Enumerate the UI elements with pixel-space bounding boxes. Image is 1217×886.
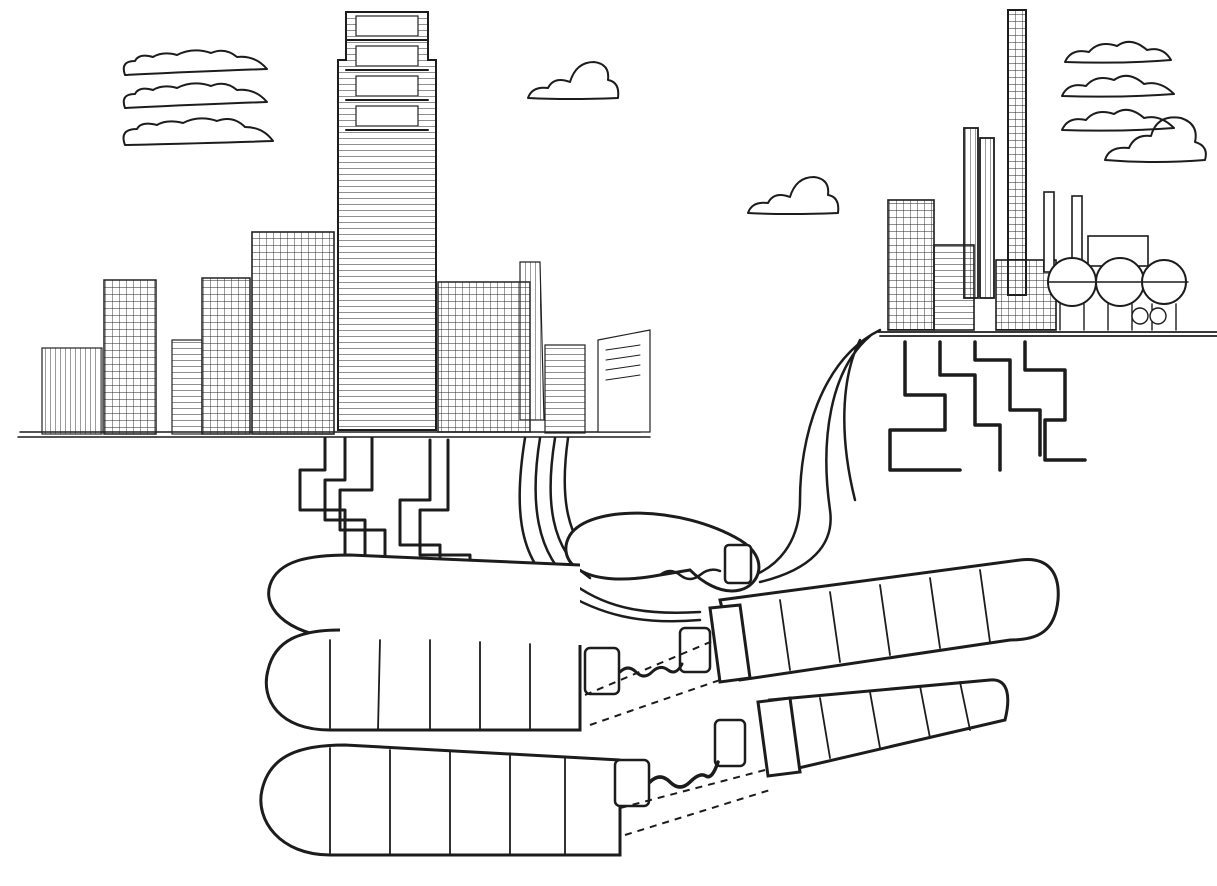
building [519, 261, 545, 421]
building [597, 329, 651, 433]
building [171, 339, 203, 435]
skyscraper [337, 11, 437, 431]
building [201, 277, 251, 435]
chimney [1007, 9, 1027, 296]
pipe-lower [259, 678, 1010, 857]
pipe-body [259, 743, 622, 857]
pipe-connector [708, 603, 752, 684]
refinery-pipes [888, 340, 1087, 472]
clouds-center [527, 61, 840, 215]
dashed-guide [584, 639, 771, 836]
pipe-upper [264, 553, 1060, 732]
cloud [122, 82, 268, 109]
cloud [1064, 40, 1172, 64]
column [1071, 195, 1083, 267]
refinery-block [933, 244, 975, 331]
cloud [122, 117, 274, 146]
cloud [527, 61, 620, 100]
pipe-end-connector [613, 758, 651, 808]
city-skyline [17, 11, 651, 438]
pipe-body [264, 628, 582, 732]
cloud [122, 49, 268, 76]
refinery-block [887, 199, 935, 331]
industrial-refinery [877, 9, 1217, 337]
pipe-body [718, 557, 1060, 682]
curl-pipe [564, 511, 761, 593]
cloud [747, 176, 840, 215]
building [41, 347, 103, 435]
cloud [1104, 116, 1207, 163]
clouds-left [122, 49, 274, 146]
building [437, 281, 531, 433]
cable [648, 760, 720, 789]
cloud [1061, 108, 1175, 132]
clouds-right [1061, 40, 1207, 163]
cloud [1061, 74, 1175, 98]
column [1043, 191, 1055, 273]
pipe-joints [583, 626, 771, 836]
building [251, 231, 335, 435]
chimney [979, 137, 995, 299]
building [103, 279, 157, 435]
cable [618, 662, 684, 678]
building [544, 344, 586, 434]
pipe-connector [756, 696, 802, 778]
pipe-end-connector [713, 718, 747, 768]
pipe-end-connector [678, 626, 712, 674]
pipe-body [768, 678, 1010, 772]
